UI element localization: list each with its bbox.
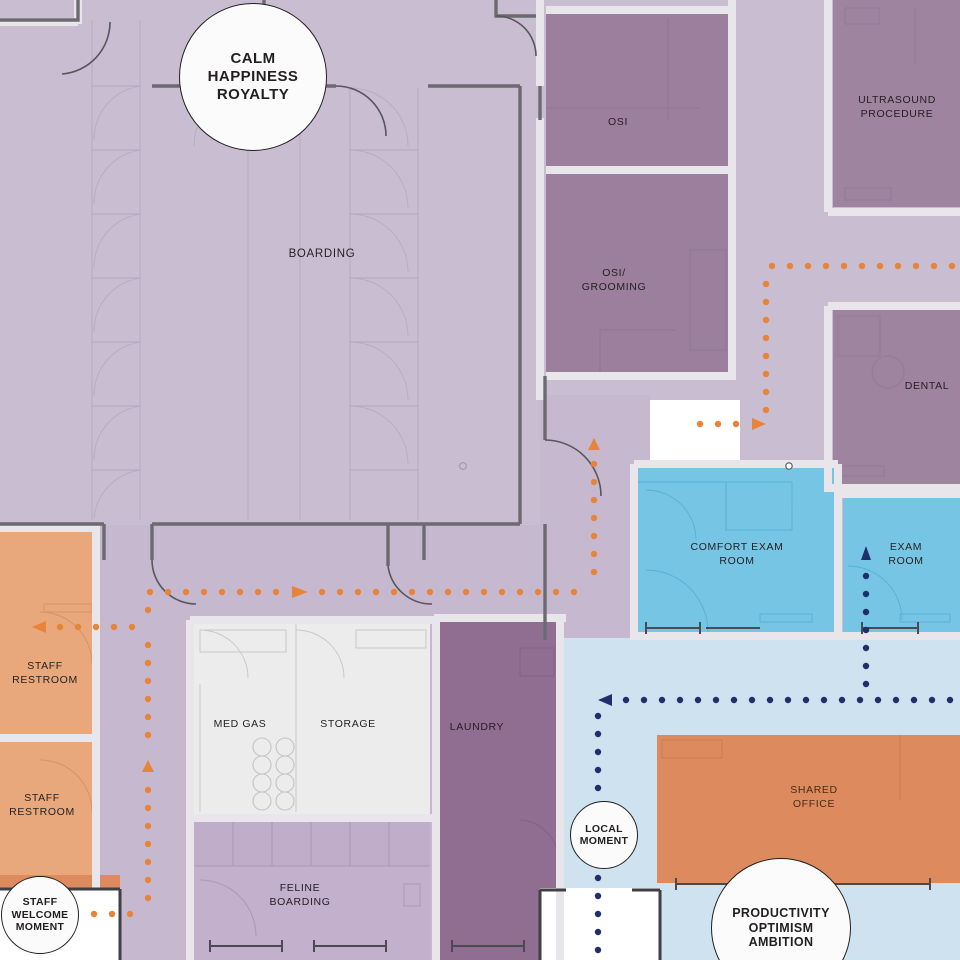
- ultrasound-procedure-fill: [833, 0, 960, 207]
- client-circulation-path: [594, 546, 954, 954]
- comfort-exam-room-fill: [637, 468, 834, 638]
- exam-door-marker-icon: [785, 462, 793, 470]
- exam-room-fixtures: [638, 481, 951, 633]
- callout-calm-happiness-royalty[interactable]: CALM HAPPINESS ROYALTY: [179, 3, 327, 151]
- staff-restroom-1-fill: [0, 532, 96, 738]
- osi-fixtures: [546, 18, 727, 372]
- shared-office-fill: [657, 735, 960, 883]
- storage-fixtures: [199, 624, 427, 812]
- feline-kennel-dividers: [194, 822, 430, 937]
- storage-medgas-fill: [194, 624, 430, 814]
- osi-room-fill: [546, 14, 728, 166]
- staff-restroom-2-fill: [0, 742, 96, 879]
- boarding-floor-drain-icon: [459, 462, 467, 470]
- staff-circulation-path: [32, 262, 956, 918]
- kennel-run-grid: [91, 20, 419, 520]
- callout-staff-welcome-moment[interactable]: STAFF WELCOME MOMENT: [1, 876, 79, 954]
- shared-office-furniture: [661, 735, 901, 800]
- door-swings: [61, 15, 602, 605]
- feline-kennel-band: [194, 822, 430, 866]
- dental-room-fill: [833, 310, 960, 488]
- ultrasound-fixtures: [844, 7, 916, 201]
- callout-local-moment[interactable]: LOCAL MOMENT: [570, 801, 638, 869]
- osi-grooming-room-fill: [546, 174, 728, 372]
- med-gas-cylinders-icon: [252, 737, 295, 811]
- door-jambs: [209, 622, 931, 952]
- callout-productivity-optimism-ambition[interactable]: PRODUCTIVITY OPTIMISM AMBITION: [711, 858, 851, 960]
- kennel-door-swings: [93, 85, 409, 519]
- nw-room-fill: [0, 0, 78, 20]
